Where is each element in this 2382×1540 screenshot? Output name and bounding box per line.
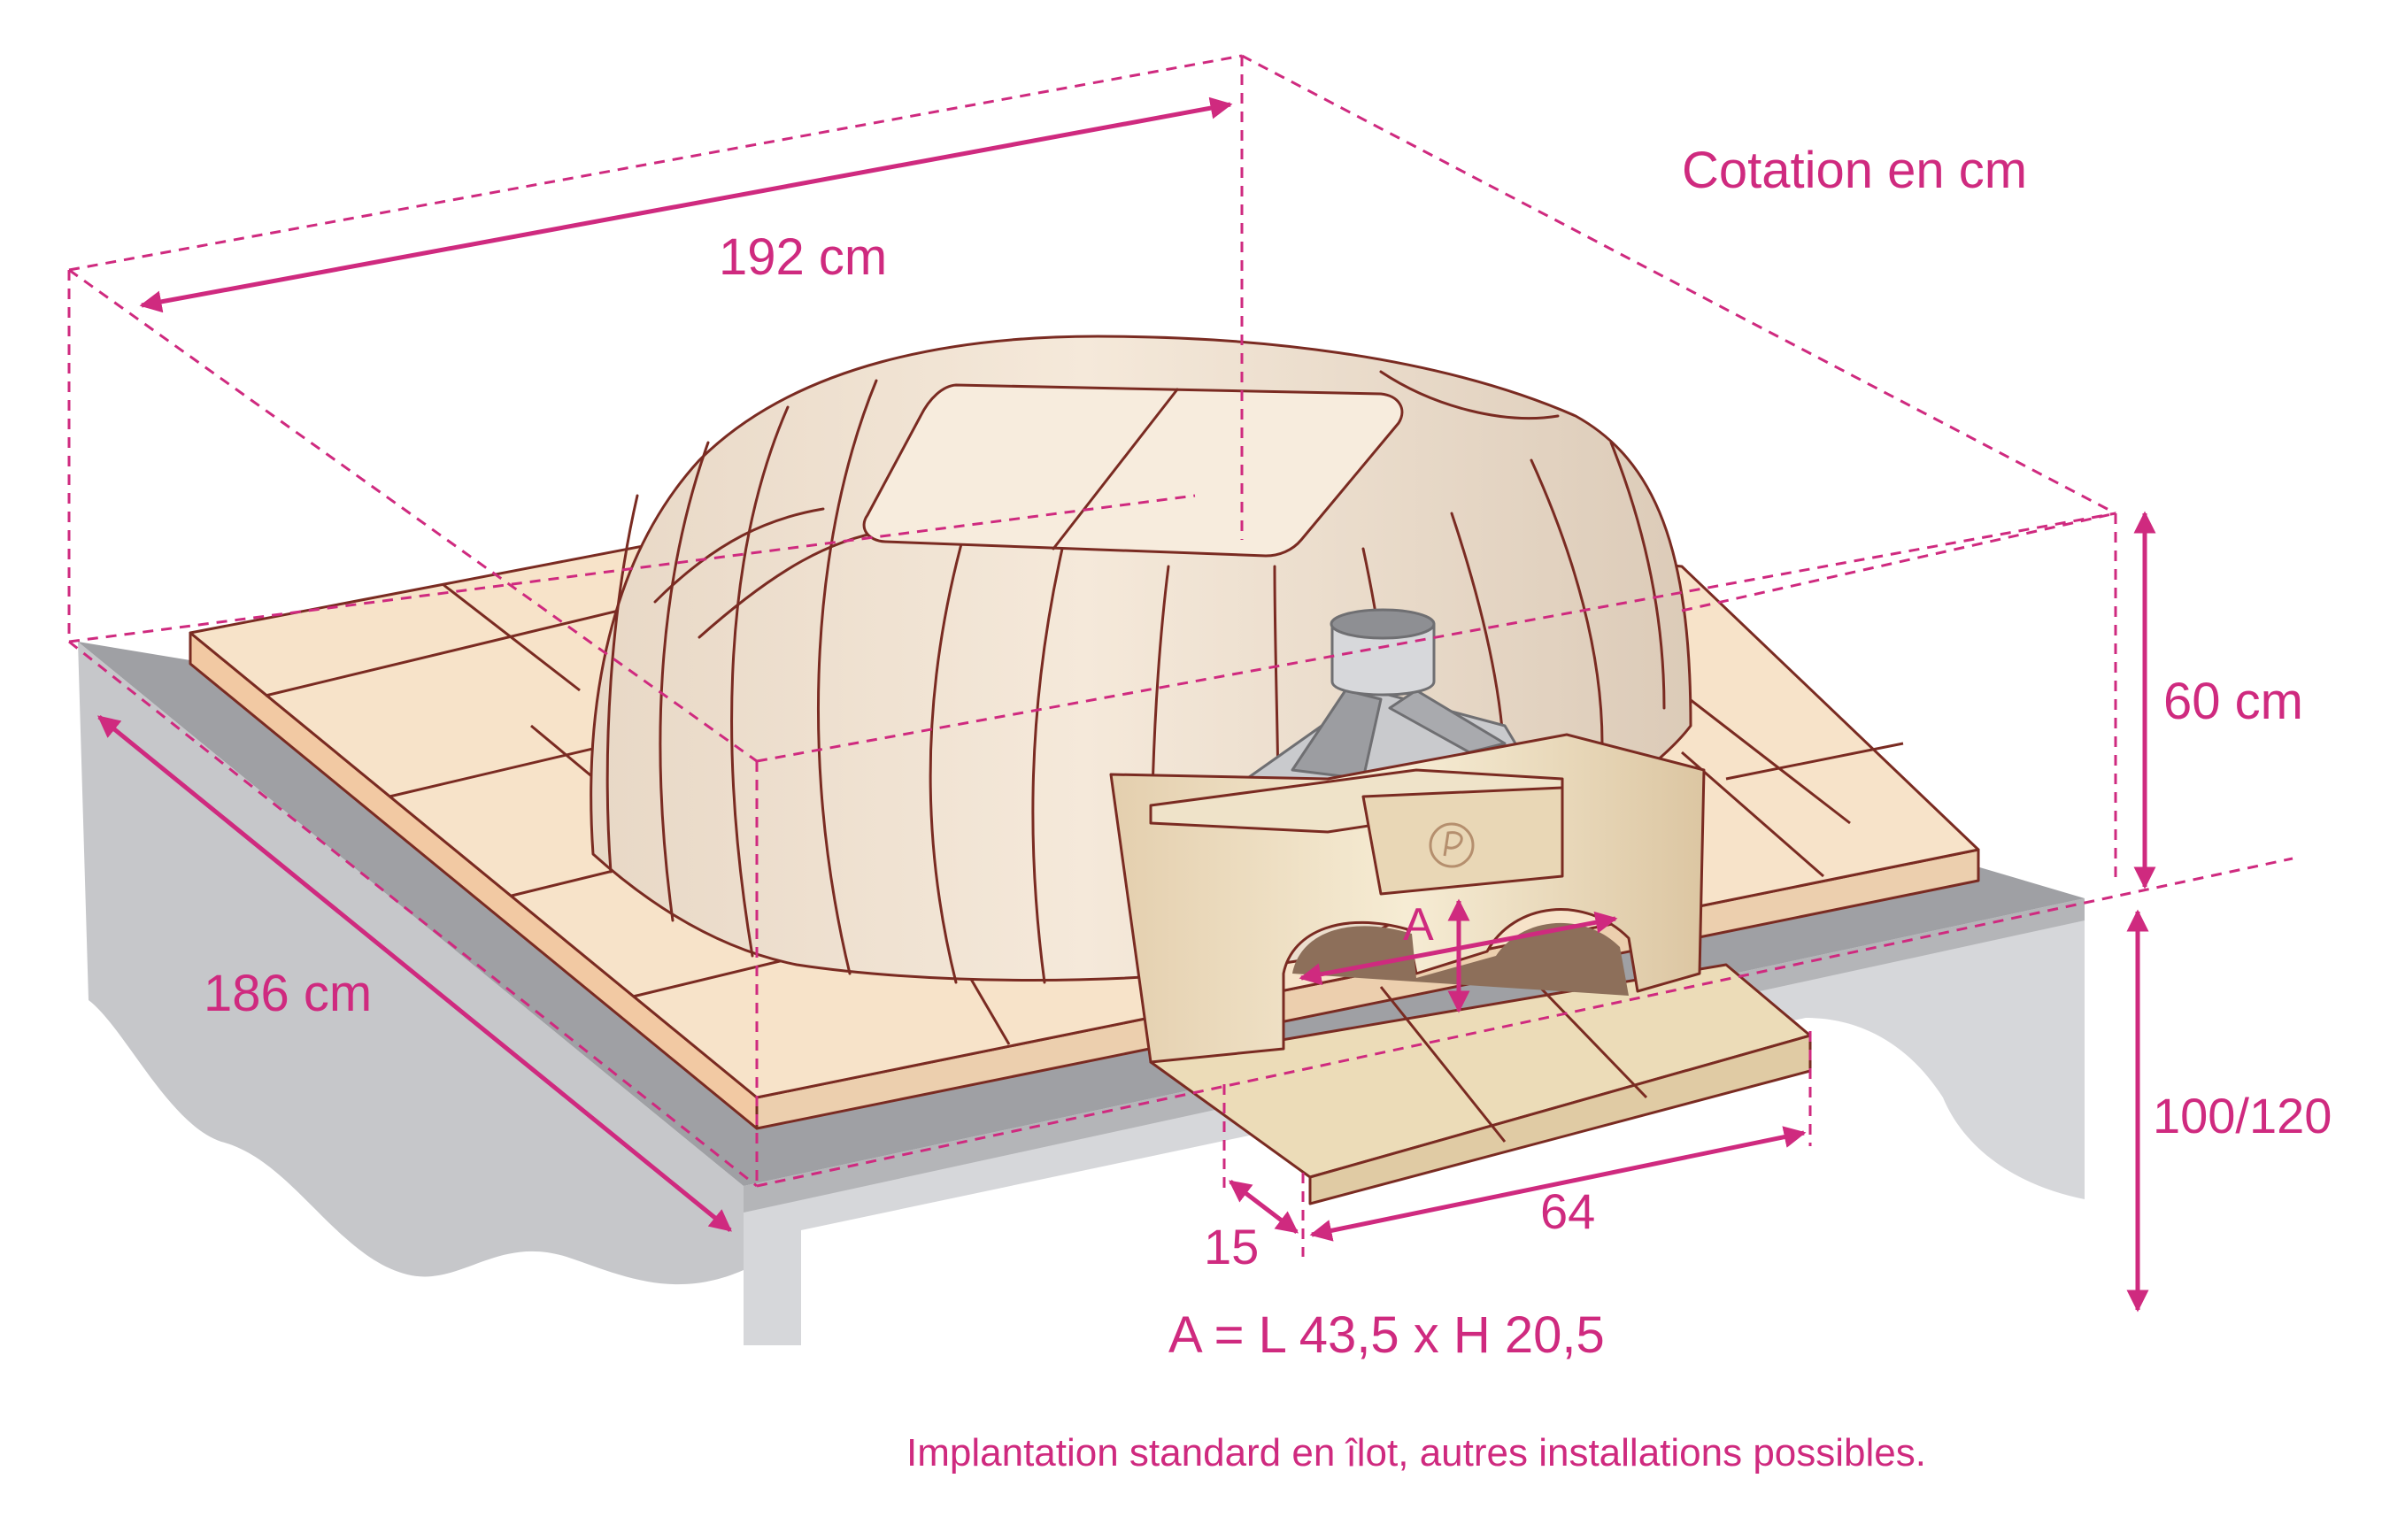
box-mid-right-edge [1681,512,2116,612]
width-label: 192 cm [719,228,887,286]
box-back-top-edge [68,54,1243,272]
flue-opening [1330,608,1436,640]
landing-depth-label: 15 [1204,1219,1259,1274]
depth-arrow [97,715,732,1232]
box-back-bottom-edge [68,494,1196,643]
landing-width-label: 64 [1540,1183,1595,1239]
oven-height-label: 60 cm [2163,673,2303,730]
dimension-arrows [97,96,2156,1313]
units-note: Cotation en cm [1682,142,2027,199]
box-right-top-edge [1241,54,2116,515]
opening-size-label: A = L 43,5 x H 20,5 [1168,1306,1605,1364]
dome-top-cap [862,383,1404,558]
depth-label: 186 cm [204,965,372,1022]
width-arrow [139,96,1233,313]
box-front-bottom-edge [756,857,2293,1188]
brand-logo-icon [1429,822,1475,868]
box-front-top-edge [756,512,2116,763]
landing-width-arrow [1309,1126,1807,1242]
footnote: Implantation standard en îlot, autres in… [906,1431,1926,1475]
base-height-label: 100/120 [2153,1088,2332,1143]
flue-pipe [1330,622,1436,697]
landing-depth-arrow [1229,1180,1299,1234]
opening-marker: A [1403,899,1434,951]
